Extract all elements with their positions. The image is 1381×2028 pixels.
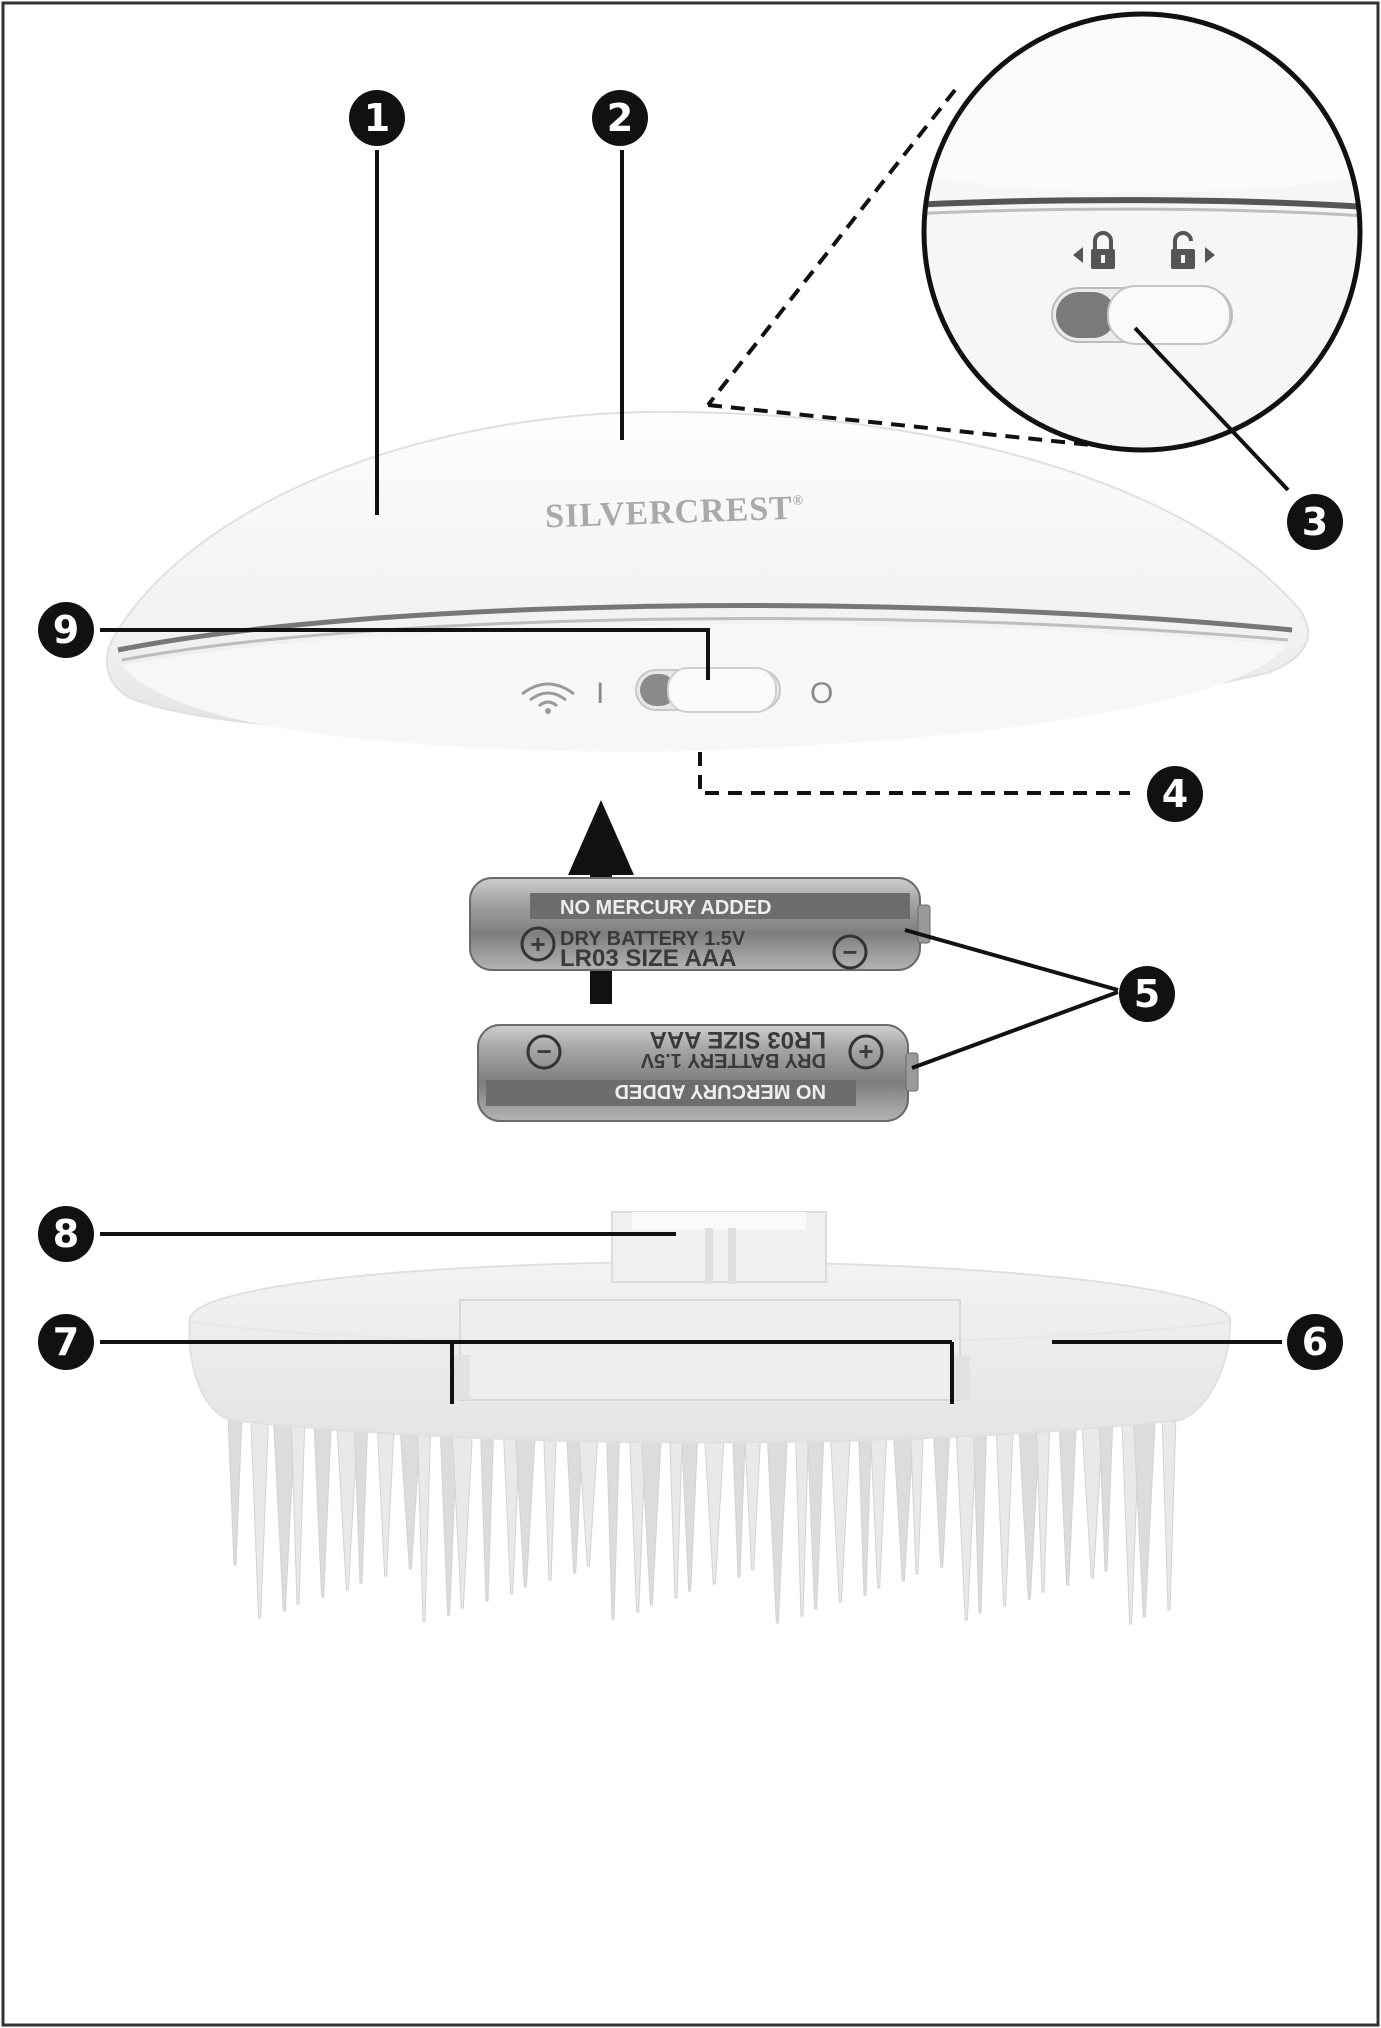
svg-text:4: 4 — [1162, 772, 1188, 816]
switch-on-label: I — [596, 677, 604, 710]
svg-text:2: 2 — [607, 96, 633, 140]
callout-3: 3 — [1287, 494, 1343, 550]
bristle — [417, 1415, 431, 1622]
bristle — [973, 1415, 987, 1613]
svg-text:NO MERCURY ADDED: NO MERCURY ADDED — [560, 897, 772, 919]
switch-off-label: O — [810, 677, 833, 710]
bristle — [766, 1415, 788, 1623]
brush-head — [189, 1212, 1230, 1624]
bristle — [377, 1415, 395, 1576]
callout-4: 4 — [1147, 766, 1203, 822]
svg-text:9: 9 — [53, 608, 79, 652]
battery-top: NO MERCURY ADDED DRY BATTERY 1.5V LR03 S… — [470, 878, 930, 972]
callout-9: 9 — [38, 602, 94, 658]
svg-text:+: + — [858, 1037, 873, 1067]
battery-bottom: NO MERCURY ADDED DRY BATTERY 1.5V LR03 S… — [478, 1025, 918, 1121]
svg-text:7: 7 — [53, 1320, 79, 1364]
svg-text:5: 5 — [1134, 972, 1160, 1016]
bristle — [228, 1415, 242, 1565]
bristle — [451, 1415, 473, 1608]
callout-6: 6 — [1287, 1314, 1343, 1370]
bristle — [354, 1415, 368, 1583]
bristle — [1133, 1415, 1155, 1617]
svg-text:−: − — [536, 1037, 551, 1067]
bristle — [1036, 1415, 1050, 1592]
callout-2: 2 — [592, 90, 648, 146]
bristle — [314, 1415, 332, 1597]
svg-text:1: 1 — [364, 96, 390, 140]
bristle — [1162, 1415, 1176, 1610]
svg-text:LR03 SIZE AAA: LR03 SIZE AAA — [560, 945, 736, 972]
svg-text:8: 8 — [53, 1212, 79, 1256]
svg-text:+: + — [530, 929, 545, 959]
bristle — [291, 1415, 305, 1604]
callout-8: 8 — [38, 1206, 94, 1262]
bristle — [640, 1415, 662, 1605]
bristle — [606, 1415, 620, 1619]
bristle — [829, 1415, 851, 1602]
svg-text:6: 6 — [1302, 1320, 1328, 1364]
bristle — [1099, 1415, 1113, 1571]
svg-text:−: − — [842, 937, 857, 967]
bristle — [795, 1415, 809, 1616]
bristles — [228, 1415, 1176, 1624]
bristle — [1059, 1415, 1077, 1585]
bristle — [251, 1415, 269, 1618]
bristle — [807, 1415, 825, 1609]
svg-text:NO MERCURY ADDED: NO MERCURY ADDED — [615, 1080, 827, 1102]
callout-5: 5 — [1119, 966, 1175, 1022]
svg-text:LR03 SIZE AAA: LR03 SIZE AAA — [650, 1026, 826, 1053]
callout-7: 7 — [38, 1314, 94, 1370]
bristle — [996, 1415, 1014, 1606]
bristle — [858, 1415, 872, 1595]
bristle — [480, 1415, 494, 1601]
callout-1: 1 — [349, 90, 405, 146]
svg-text:3: 3 — [1302, 500, 1328, 544]
